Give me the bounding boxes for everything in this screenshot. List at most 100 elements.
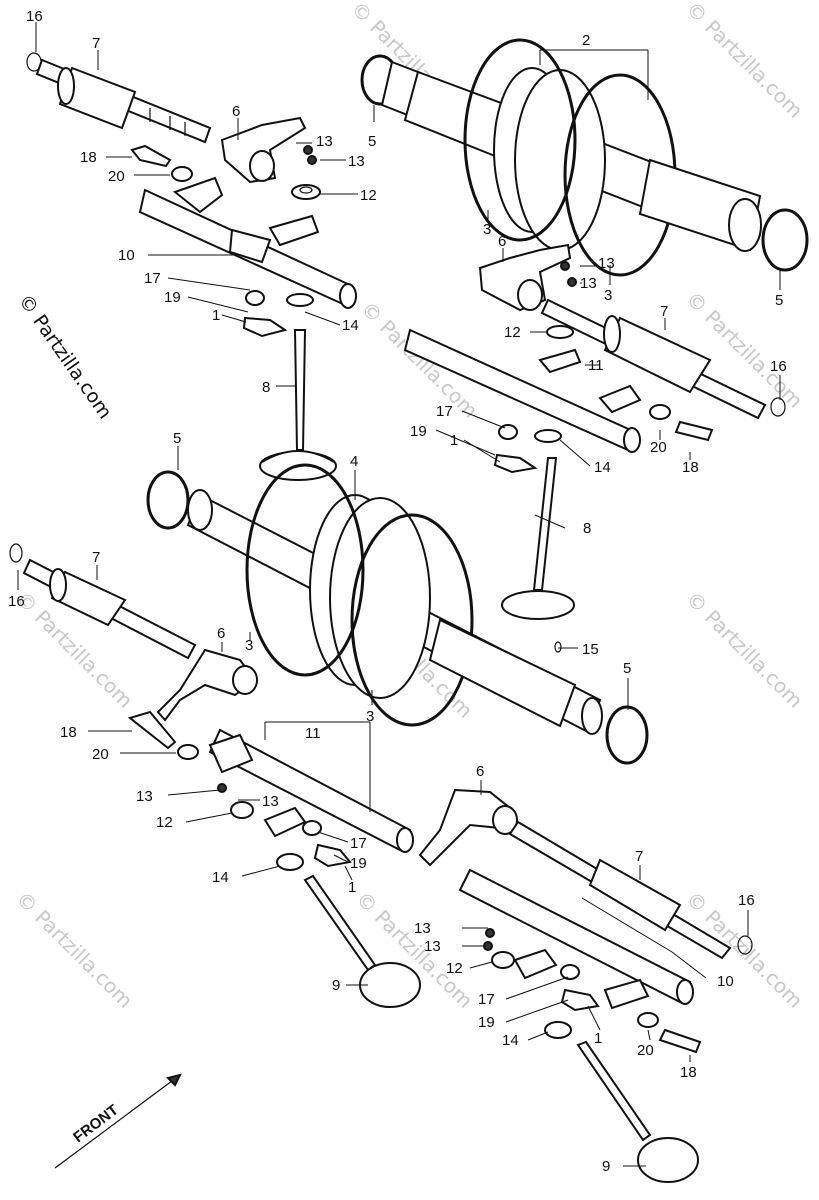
callout-19-a: 19 xyxy=(164,289,181,306)
callout-4: 4 xyxy=(350,453,358,470)
callout-3-d: 3 xyxy=(366,708,374,725)
callout-13-h: 13 xyxy=(424,938,441,955)
callout-14-a: 14 xyxy=(342,317,359,334)
callout-17-d: 17 xyxy=(478,991,495,1008)
callout-7-c: 7 xyxy=(92,549,100,566)
camshaft-top-left xyxy=(26,52,212,144)
valve-9-lower-left xyxy=(303,874,421,1008)
callouts: 16 7 6 13 13 18 20 12 10 17 19 1 14 8 2 … xyxy=(8,8,787,1175)
rocker-arm-mid-right xyxy=(478,243,577,312)
callout-13-b: 13 xyxy=(348,153,365,170)
callout-5-c: 5 xyxy=(173,430,181,447)
callout-17-a: 17 xyxy=(144,270,161,287)
camshaft-top-right xyxy=(360,38,809,277)
callout-3-a: 3 xyxy=(483,221,491,238)
callout-15: 15 xyxy=(582,641,599,658)
callout-20-b: 20 xyxy=(650,439,667,456)
camshaft-mid-right xyxy=(540,298,786,420)
watermark-7: © Partzilla.com xyxy=(681,587,807,713)
callout-17-b: 17 xyxy=(436,403,453,420)
callout-18-c: 18 xyxy=(60,724,77,741)
callout-13-a: 13 xyxy=(316,133,333,150)
watermark-8: © Partzilla.com xyxy=(11,887,137,1013)
callout-19-b: 19 xyxy=(410,423,427,440)
adjuster-parts-lower-right xyxy=(544,964,702,1054)
callout-5-b: 5 xyxy=(775,292,783,309)
rocker-arm-top-left xyxy=(220,116,307,184)
watermark-4: © Partzilla.com xyxy=(681,287,807,413)
callout-17-c: 17 xyxy=(350,835,367,852)
rocker-shaft-11-right xyxy=(403,325,642,453)
callout-3-c: 3 xyxy=(245,637,253,654)
callout-18-b: 18 xyxy=(682,459,699,476)
callout-19-d: 19 xyxy=(478,1014,495,1031)
callout-14-b: 14 xyxy=(594,459,611,476)
callout-18-d: 18 xyxy=(680,1064,697,1081)
callout-1-c: 1 xyxy=(348,879,356,896)
callout-19-c: 19 xyxy=(350,855,367,872)
callout-13-c: 13 xyxy=(598,255,615,272)
callout-16-b: 16 xyxy=(770,358,787,375)
callout-1-b: 1 xyxy=(450,432,458,449)
callout-18-a: 18 xyxy=(80,149,97,166)
watermarks: © Partzilla.com © Partzilla.com © Partzi… xyxy=(11,0,807,1013)
valve-9-lower-right xyxy=(576,1040,699,1183)
callout-5-d: 5 xyxy=(623,660,631,677)
callout-12-b: 12 xyxy=(504,324,521,341)
rocker-shaft-10-lower xyxy=(458,868,694,1010)
callout-16-a: 16 xyxy=(26,8,43,25)
callout-2: 2 xyxy=(582,32,590,49)
callout-13-d: 13 xyxy=(580,275,597,292)
callout-7-d: 7 xyxy=(635,848,643,865)
camshaft-middle xyxy=(146,463,649,765)
side-copyright: © Partzilla.com xyxy=(14,290,116,423)
callout-6-c: 6 xyxy=(217,625,225,642)
callout-6-a: 6 xyxy=(232,103,240,120)
callout-1-d: 1 xyxy=(594,1030,602,1047)
callout-11-b: 11 xyxy=(305,725,321,742)
small-parts-top-left xyxy=(130,144,321,200)
callout-13-f: 13 xyxy=(262,793,279,810)
callout-9-a: 9 xyxy=(332,977,340,994)
callout-7-a: 7 xyxy=(92,35,100,52)
valve-8-top xyxy=(259,329,337,481)
callout-5-a: 5 xyxy=(368,133,376,150)
callout-20-c: 20 xyxy=(92,746,109,763)
adjuster-parts-top xyxy=(242,290,314,338)
callout-7-b: 7 xyxy=(660,303,668,320)
rocker-shaft-11-lower-left xyxy=(127,710,414,853)
adjuster-parts-mid-right xyxy=(493,404,714,474)
front-arrow: FRONT xyxy=(54,1073,182,1169)
callout-11-a: 11 xyxy=(588,357,604,374)
callout-10-a: 10 xyxy=(118,247,135,264)
rocker-shaft-10-top xyxy=(138,176,357,309)
callout-14-c: 14 xyxy=(212,869,229,886)
adjuster-parts-lower-left xyxy=(276,820,352,871)
callout-14-d: 14 xyxy=(502,1032,519,1049)
callout-3-b: 3 xyxy=(604,287,612,304)
callout-6-d: 6 xyxy=(476,763,484,780)
callout-1-a: 1 xyxy=(212,307,220,324)
callout-20-a: 20 xyxy=(108,168,125,185)
rocker-arm-left-middle xyxy=(156,648,258,722)
watermark-2: © Partzilla.com xyxy=(681,0,807,123)
rocker-arm-lower-right xyxy=(418,788,518,867)
callout-12-c: 12 xyxy=(156,814,173,831)
callout-8-b: 8 xyxy=(583,520,591,537)
callout-13-g: 13 xyxy=(414,920,431,937)
valve-8-right xyxy=(501,457,575,620)
callout-20-d: 20 xyxy=(637,1042,654,1059)
callout-6-b: 6 xyxy=(498,233,506,250)
callout-10-b: 10 xyxy=(717,973,734,990)
leader-lines xyxy=(17,22,781,1167)
camshaft-left-middle xyxy=(9,543,197,660)
callout-8-a: 8 xyxy=(262,379,270,396)
callout-16-d: 16 xyxy=(738,892,755,909)
camshaft-lower-right xyxy=(508,820,753,960)
callout-16-c: 16 xyxy=(8,593,25,610)
callout-12-d: 12 xyxy=(446,960,463,977)
callout-12-a: 12 xyxy=(360,187,377,204)
callout-9-b: 9 xyxy=(602,1158,610,1175)
callout-13-e: 13 xyxy=(136,788,153,805)
